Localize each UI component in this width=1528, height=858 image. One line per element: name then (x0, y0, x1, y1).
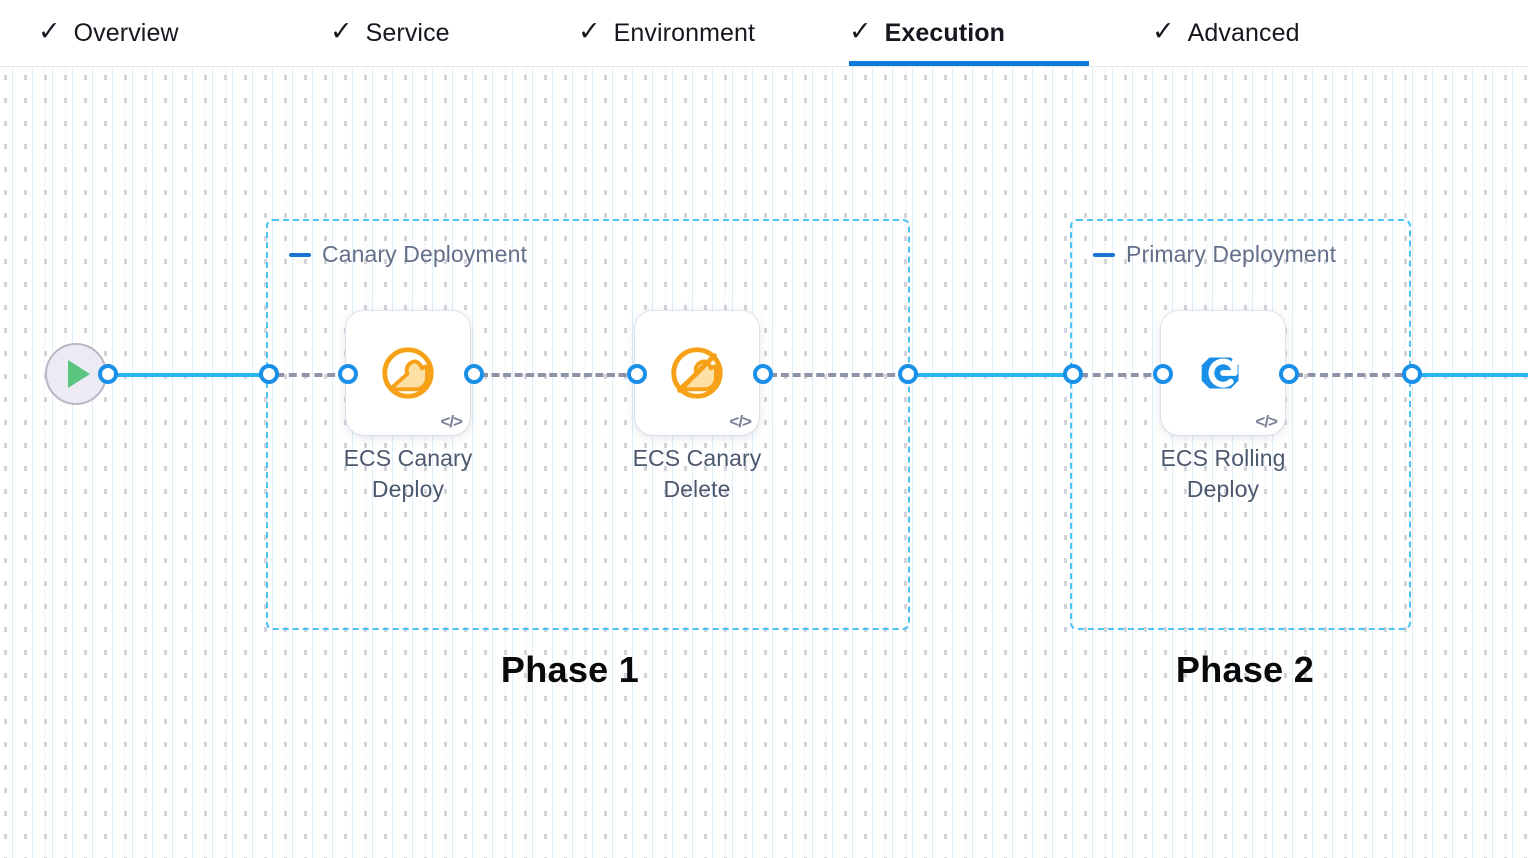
code-icon[interactable]: </> (729, 412, 752, 431)
code-icon[interactable]: </> (440, 412, 463, 431)
group-header: Primary Deployment (1093, 241, 1336, 268)
group-canary-deployment[interactable]: Canary Deployment (266, 219, 910, 630)
port-phase1-in[interactable] (259, 364, 279, 384)
node-label-line2: Deploy (371, 476, 445, 503)
phase-label-2: Phase 2 (1175, 649, 1315, 690)
pipeline-start-node[interactable] (45, 343, 107, 405)
canary-bird-delete-icon (666, 342, 728, 404)
group-title: Primary Deployment (1126, 241, 1337, 267)
edge-phase2-in-to-rolling-deploy (1080, 373, 1164, 377)
node-label-line2: Delete (663, 476, 731, 503)
minus-icon[interactable] (1093, 252, 1115, 257)
tab-label: Environment (613, 18, 756, 47)
tab-environment[interactable]: ✓ Environment (578, 0, 755, 66)
node-label: ECS Canary Delete (592, 443, 802, 505)
phase-label-1: Phase 1 (500, 649, 640, 690)
active-tab-underline (849, 61, 1089, 66)
node-ecs-canary-delete[interactable]: </> ECS Canary Delete (633, 311, 761, 502)
code-icon[interactable]: </> (1255, 412, 1278, 431)
check-icon: ✓ (38, 16, 61, 46)
node-ecs-rolling-deploy[interactable]: </> ECS Rolling Deploy (1160, 311, 1285, 502)
edge-canary-deploy-to-canary-delete (480, 373, 638, 377)
node-label: ECS Rolling Deploy (1118, 443, 1328, 505)
node-ecs-canary-deploy[interactable]: </> ECS Canary Deploy (344, 311, 472, 502)
node-card[interactable]: </> (635, 311, 759, 435)
port-phase2-in[interactable] (1063, 364, 1083, 384)
edge-phase2-to-next (1418, 373, 1528, 377)
check-icon: ✓ (849, 16, 872, 46)
edge-rolling-deploy-to-phase2-out (1295, 373, 1415, 377)
play-icon (67, 360, 90, 388)
tab-label: Overview (73, 18, 179, 47)
tab-label: Advanced (1187, 18, 1300, 47)
group-title: Canary Deployment (322, 241, 527, 267)
node-label-line1: ECS Canary (343, 445, 473, 471)
node-label-line1: ECS Rolling (1160, 445, 1286, 471)
pipeline-canvas[interactable]: Canary Deployment Primary Deployment (0, 67, 1528, 858)
port-canary-delete-in[interactable] (627, 364, 647, 384)
tab-advanced[interactable]: ✓ Advanced (1152, 0, 1300, 66)
port-canary-delete-out[interactable] (753, 364, 773, 384)
group-primary-deployment[interactable]: Primary Deployment (1070, 219, 1411, 630)
ecs-rolling-deploy-icon (1192, 342, 1254, 404)
edge-phase1-to-phase2 (912, 373, 1074, 377)
port-canary-deploy-out[interactable] (464, 364, 484, 384)
check-icon: ✓ (578, 16, 601, 46)
canary-bird-icon (377, 342, 439, 404)
edge-canary-delete-to-phase1-out (769, 373, 907, 377)
tab-overview[interactable]: ✓ Overview (38, 0, 179, 66)
tab-label: Service (365, 18, 450, 47)
port-start-out[interactable] (98, 364, 118, 384)
check-icon: ✓ (1152, 16, 1175, 46)
node-card[interactable]: </> (346, 311, 470, 435)
node-label-line1: ECS Canary (632, 445, 762, 471)
node-label-line2: Deploy (1186, 476, 1260, 503)
port-rolling-deploy-out[interactable] (1279, 364, 1299, 384)
minus-icon[interactable] (289, 252, 311, 257)
check-icon: ✓ (330, 16, 353, 46)
port-rolling-deploy-in[interactable] (1153, 364, 1173, 384)
node-label: ECS Canary Deploy (303, 443, 513, 505)
tab-execution[interactable]: ✓ Execution (849, 0, 1089, 66)
port-phase2-out[interactable] (1402, 364, 1422, 384)
tab-label: Execution (884, 18, 1005, 47)
tab-service[interactable]: ✓ Service (330, 0, 450, 66)
port-phase1-out[interactable] (898, 364, 918, 384)
node-card[interactable]: </> (1161, 311, 1285, 435)
edge-start-to-phase1 (108, 373, 270, 377)
port-canary-deploy-in[interactable] (338, 364, 358, 384)
pipeline-tab-bar: ✓ Overview ✓ Service ✓ Environment ✓ Exe… (0, 0, 1528, 67)
group-header: Canary Deployment (289, 241, 527, 268)
edge-phase1-in-to-canary-deploy (276, 373, 348, 377)
